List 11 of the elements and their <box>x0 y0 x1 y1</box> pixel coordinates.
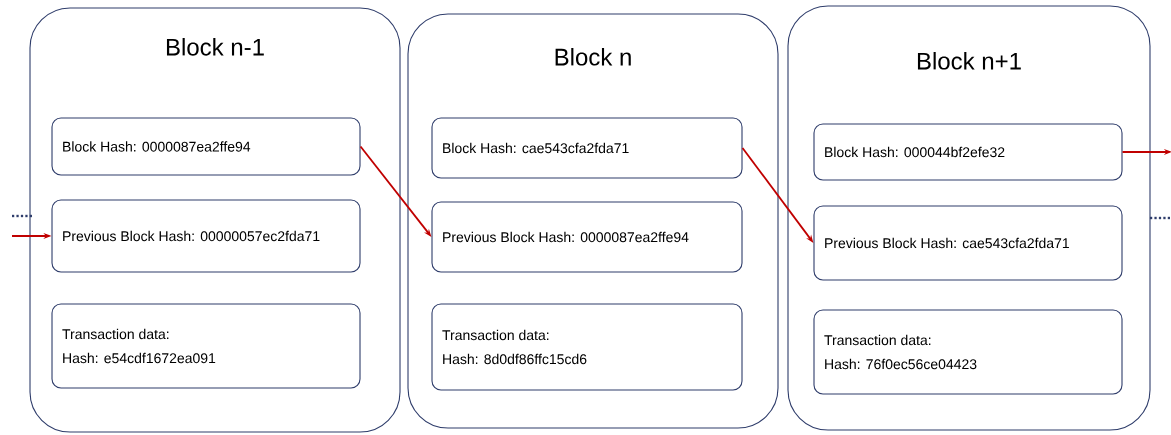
hash-box: Block Hash: 000044bf2efe32 <box>813 123 1123 181</box>
hash-box: Previous Block Hash: cae543cfa2fda71 <box>813 205 1123 281</box>
hash-box: Block Hash: cae543cfa2fda71 <box>431 117 743 179</box>
transaction-box: Transaction data: Hash: e54cdf1672ea091 <box>51 303 361 389</box>
hash-box: Previous Block Hash: 0000087ea2ffe94 <box>431 201 743 273</box>
ellipsis: ..... <box>12 214 33 218</box>
hash-box: Previous Block Hash: 00000057ec2fda71 <box>51 199 361 273</box>
transaction-box: Transaction data: Hash: 8d0df86ffc15cd6 <box>431 303 743 391</box>
ellipsis: ..... <box>1149 216 1170 220</box>
hash-box: Block Hash: 0000087ea2ffe94 <box>51 117 361 176</box>
transaction-box: Transaction data: Hash: 76f0ec56ce04423 <box>813 309 1123 395</box>
